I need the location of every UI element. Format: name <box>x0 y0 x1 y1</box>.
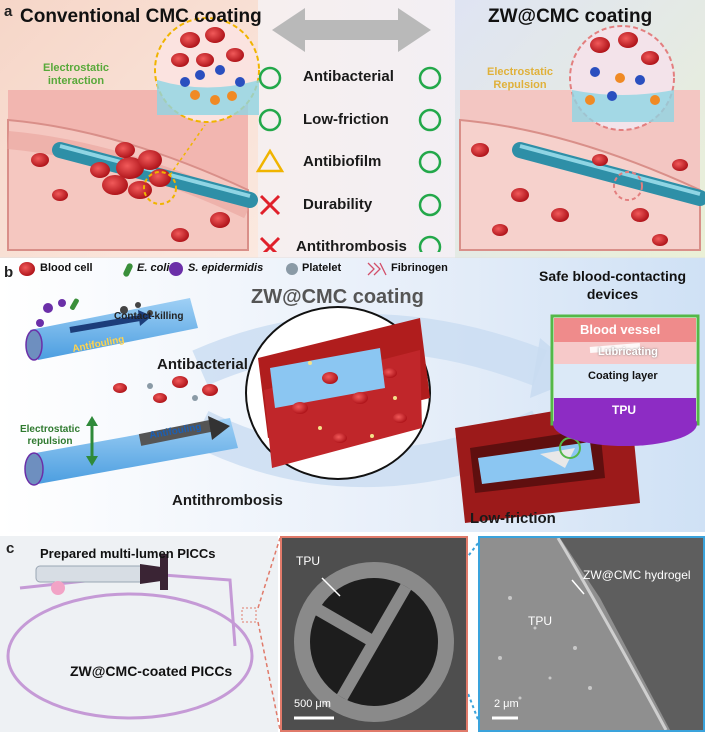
prop-antibiofilm: Antibiofilm <box>303 153 382 170</box>
antithrombosis-tube-illustration <box>24 376 238 486</box>
inset-lubricating: Lubricating <box>598 346 658 358</box>
panel-b: b Blood cell E. coli S. epidermidis Plat… <box>0 258 705 532</box>
legend-s-epidermidis: S. epidermidis <box>188 262 264 274</box>
right-callout: Electrostatic Repulsion <box>486 66 554 91</box>
sem2-hydrogel-label: ZW@CMC hydrogel <box>583 568 691 582</box>
left-zoom-circle <box>154 17 260 123</box>
sem-cross-section: TPU 500 μm <box>280 536 468 732</box>
antibacterial-tube-illustration <box>25 298 198 361</box>
inset-blood-vessel: Blood vessel <box>580 322 661 337</box>
right-zoom-circle <box>569 25 675 131</box>
prop-antibacterial: Antibacterial <box>303 68 394 85</box>
legend-blood-cell: Blood cell <box>40 262 93 274</box>
picc-photo-art <box>6 554 257 720</box>
row-3-zw-circle-icon <box>418 150 442 174</box>
sem2-scale-label: 2 μm <box>494 698 519 710</box>
prop-durability: Durability <box>303 196 373 213</box>
legend-platelet: Platelet <box>302 262 342 274</box>
antibacterial-label: Antibacterial <box>157 356 248 373</box>
panel-letter-a: a <box>4 3 13 20</box>
row-4-zw-circle-icon <box>418 193 442 217</box>
photo-caption: ZW@CMC-coated PICCs <box>70 663 233 679</box>
contact-killing-label: Contact-killing <box>114 311 184 322</box>
photo-title: Prepared multi-lumen PICCs <box>40 546 216 561</box>
legend-fibrinogen: Fibrinogen <box>391 262 448 274</box>
legend-e-coli: E. coli <box>137 262 170 274</box>
left-callout: Electrostatic interaction <box>42 62 110 87</box>
center-zoom-oval <box>245 306 431 480</box>
platelet-legend-icon <box>286 263 298 275</box>
row-5-zw-circle-icon <box>418 235 442 252</box>
safe-title-line1: Safe blood-contacting <box>539 268 686 284</box>
electrostatic-label-line1: Electrostatic <box>19 424 81 435</box>
blood-cell-legend-icon <box>19 262 35 276</box>
row-5-conventional-cross-icon <box>259 236 281 252</box>
low-friction-label: Low-friction <box>470 510 556 527</box>
double-arrow-icon <box>272 8 431 52</box>
row-1-conventional-circle-icon <box>258 66 282 90</box>
sem2-tpu-label: TPU <box>528 614 552 628</box>
prop-low-friction: Low-friction <box>303 111 389 128</box>
e-coli-legend-icon <box>123 263 133 277</box>
panel-a-art <box>0 0 705 258</box>
sem1-scale-label: 500 μm <box>294 698 331 710</box>
inset-layer-diagram <box>550 314 700 446</box>
sem-surface-art <box>480 538 703 730</box>
row-1-zw-circle-icon <box>418 66 442 90</box>
row-2-conventional-circle-icon <box>258 108 282 132</box>
panel-a: a Conventional CMC coating ZW@CMC coatin… <box>0 0 705 258</box>
inset-tpu: TPU <box>612 403 636 417</box>
property-markers <box>256 66 442 252</box>
antithrombosis-label: Antithrombosis <box>172 492 283 509</box>
row-3-conventional-triangle-icon <box>256 148 285 173</box>
safe-title-line2: devices <box>586 286 639 302</box>
right-title: ZW@CMC coating <box>488 6 653 27</box>
row-4-conventional-cross-icon <box>259 194 281 216</box>
picc-photo: Prepared multi-lumen PICCs ZW@CMC-coated… <box>0 536 278 732</box>
sem-surface: ZW@CMC hydrogel TPU 2 μm <box>478 536 705 732</box>
center-title: ZW@CMC coating <box>251 286 424 308</box>
sem1-tpu-label: TPU <box>296 554 320 568</box>
fibrinogen-legend-icon <box>367 262 387 276</box>
left-title: Conventional CMC coating <box>20 6 262 27</box>
panel-letter-b: b <box>4 264 14 281</box>
electrostatic-label-line2: repulsion <box>27 436 73 447</box>
prop-antithrombosis: Antithrombosis <box>296 238 407 255</box>
s-epidermidis-legend-icon <box>169 262 183 276</box>
sem-cross-section-art <box>282 538 466 730</box>
inset-coating-layer: Coating layer <box>588 370 658 382</box>
row-2-zw-circle-icon <box>418 108 442 132</box>
panel-c: Prepared multi-lumen PICCs ZW@CMC-coated… <box>0 536 705 732</box>
panel-letter-c: c <box>6 540 15 557</box>
panel-b-art <box>0 258 705 532</box>
